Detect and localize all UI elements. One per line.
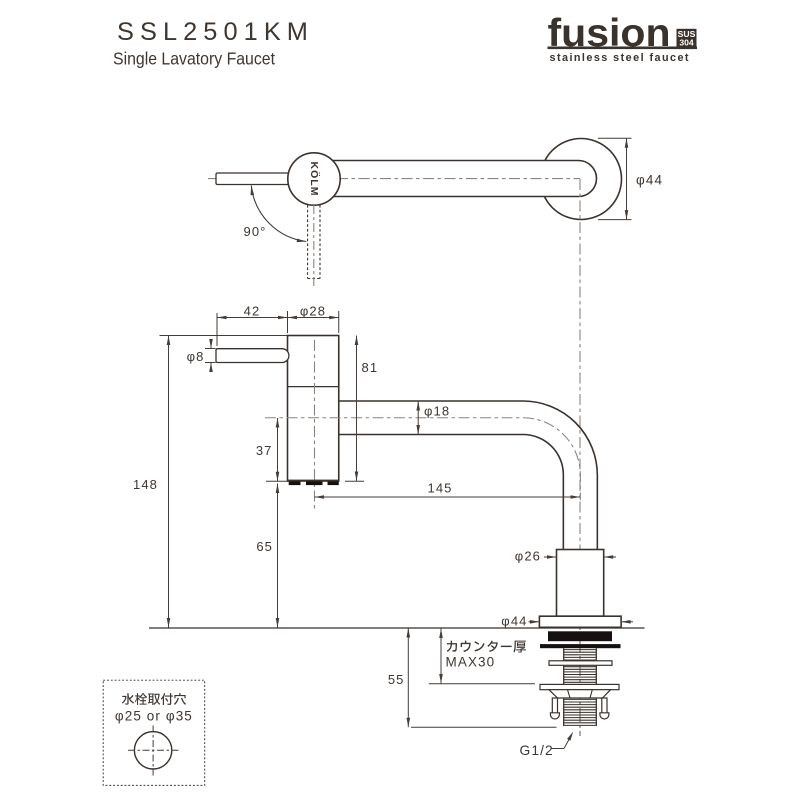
svg-text:φ44: φ44 [501, 614, 527, 629]
svg-text:φ26: φ26 [515, 549, 541, 564]
svg-text:φ44: φ44 [636, 173, 663, 188]
svg-text:φ28: φ28 [300, 304, 326, 319]
svg-text:81: 81 [362, 360, 379, 375]
svg-text:φ8: φ8 [187, 349, 205, 364]
svg-text:304: 304 [679, 38, 694, 48]
svg-text:65: 65 [256, 539, 273, 554]
svg-text:90°: 90° [244, 224, 267, 239]
svg-text:φ25 or φ35: φ25 or φ35 [115, 709, 193, 724]
svg-text:SSL2501KM: SSL2501KM [117, 18, 314, 46]
svg-text:φ18: φ18 [424, 404, 450, 419]
svg-text:MAX30: MAX30 [446, 655, 496, 670]
svg-text:G1/2: G1/2 [520, 743, 554, 758]
svg-text:SUS: SUS [678, 29, 696, 39]
svg-text:148: 148 [133, 477, 158, 492]
svg-text:55: 55 [388, 672, 405, 687]
svg-text:145: 145 [428, 481, 453, 496]
svg-text:42: 42 [244, 304, 261, 319]
svg-text:Single Lavatory Faucet: Single Lavatory Faucet [113, 49, 275, 69]
svg-text:KÖLM: KÖLM [308, 162, 321, 197]
svg-text:37: 37 [256, 443, 273, 458]
